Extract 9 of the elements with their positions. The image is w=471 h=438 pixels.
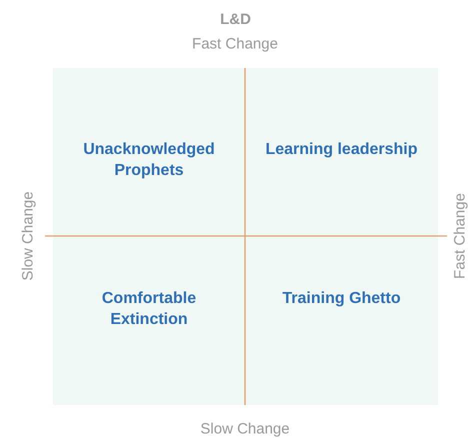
quadrant-label: Learning leadership <box>264 140 419 160</box>
quadrant-label: Unacknowledged Prophets <box>82 140 216 181</box>
axis-label: Fast Change <box>192 36 278 52</box>
axis-label: Slow Change <box>20 191 36 281</box>
axis-label: Fast Change <box>452 193 468 279</box>
quadrant-label: Comfortable Extinction <box>100 289 198 330</box>
axis-label: Slow Change <box>200 420 290 438</box>
quadrant-label: Training Ghetto <box>281 289 402 309</box>
diagram-title: L&D <box>219 11 252 28</box>
